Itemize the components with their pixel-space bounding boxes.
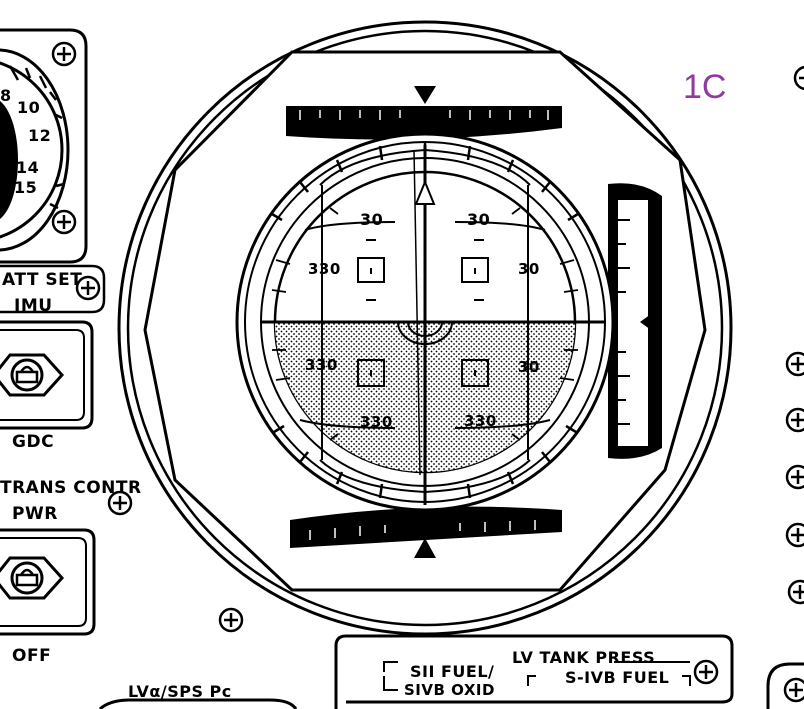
top-rate-scale [286,86,562,140]
trans-contr-off-label: OFF [12,646,52,666]
screw-head-icon [783,677,804,703]
right-rate-scale [608,183,662,459]
needle-icon [640,306,662,338]
toggle-switch-icon[interactable] [0,353,65,397]
att-set-imu-label: IMU [14,296,53,316]
screw-head-icon [785,351,804,377]
screw-head-icon [51,209,77,235]
gauge-scale-label: 10 [17,98,41,117]
gauge-scale-label: 8 [0,86,12,105]
gauge-scale-label: 14 [16,158,40,177]
screw-head-icon [218,607,244,633]
screw-head-icon [785,464,804,490]
panel-id-label: 1C [683,68,727,106]
fdai-upper-side-label: 30 [518,260,540,278]
trans-contr-switch-housing [0,528,96,636]
fdai-upper-label: 30 [360,210,384,229]
fdai-upper-side-label: 330 [308,260,341,278]
gauge-scale-label: 15 [14,178,38,197]
screw-head-icon [787,579,804,605]
needle-icon [414,86,436,104]
screw-head-icon [793,65,804,91]
att-set-gdc-label: GDC [12,432,55,452]
att-set-label: ATT SET [2,270,83,290]
fdai-instrument [117,20,733,636]
fdai-lower-label: 330 [464,412,497,430]
screw-head-icon [785,522,804,548]
sivb-oxid-label: SIVB OXID [404,681,495,699]
gauge-scale-label: 12 [28,126,52,145]
lv-sps-pc-label: LVα/SPS Pc [128,682,232,701]
fdai-upper-label: 30 [467,210,491,229]
screw-head-icon [785,407,804,433]
fdai-lower-side-label: 30 [518,358,540,376]
bottom-rate-scale [290,506,562,558]
screw-head-icon [51,41,77,67]
tank-press-panel [334,634,734,709]
lv-tank-press-label: LV TANK PRESS [512,648,656,667]
fdai-lower-side-label: 330 [305,356,338,374]
trans-contr-label: TRANS CONTR [0,478,142,498]
screw-head-icon [693,659,719,685]
left-gauge [0,28,88,264]
sii-fuel-label: SII FUEL/ [410,662,495,681]
toggle-switch-icon[interactable] [0,556,65,600]
trans-contr-pwr-label: PWR [12,504,58,524]
roll-scale [262,142,588,502]
needle-icon [414,538,436,558]
fdai-lower-label: 330 [360,413,393,431]
sivb-fuel-label: S-IVB FUEL [565,668,670,687]
att-set-switch-housing [0,264,106,430]
